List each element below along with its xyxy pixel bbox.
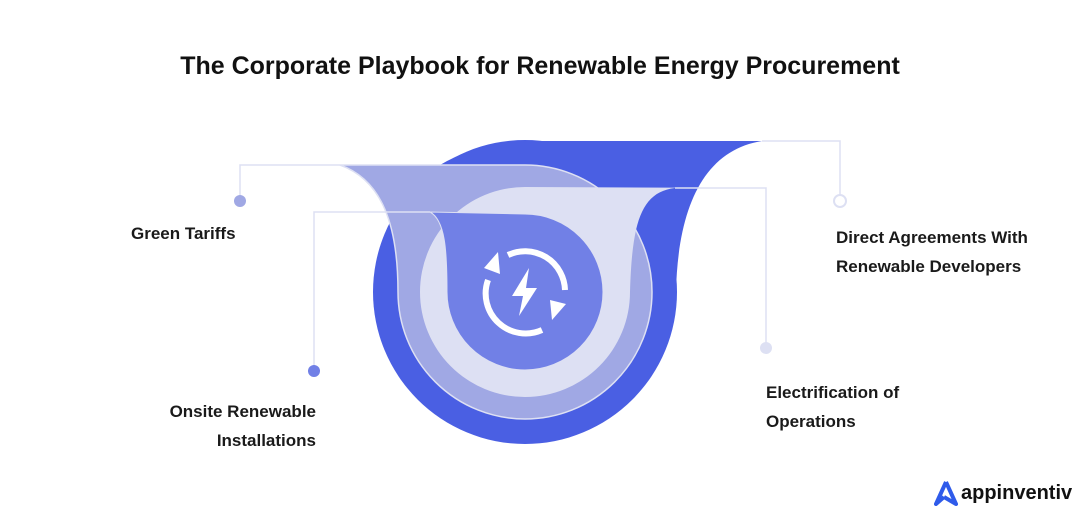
label-line: Electrification of xyxy=(766,383,900,402)
renewable-energy-cycle-icon xyxy=(482,248,568,337)
label-electrification: Electrification of Operations xyxy=(766,378,899,436)
label-green-tariffs: Green Tariffs xyxy=(131,224,236,243)
label-onsite-installations: Onsite Renewable Installations xyxy=(130,397,316,455)
page-title: The Corporate Playbook for Renewable Ene… xyxy=(180,52,900,80)
connector-green-tariffs xyxy=(239,164,340,201)
dot-onsite xyxy=(308,365,320,377)
label-direct-agreements: Direct Agreements With Renewable Develop… xyxy=(836,223,1028,281)
dot-direct xyxy=(833,194,847,208)
brand-name: appinventiv xyxy=(961,481,1073,504)
dot-green-tariffs xyxy=(234,195,246,207)
connector-electrification xyxy=(675,187,767,348)
connector-direct xyxy=(762,140,841,201)
appinventiv-logo-icon xyxy=(934,481,958,506)
connector-onsite xyxy=(313,211,430,371)
label-line: Onsite Renewable xyxy=(169,402,316,421)
label-line: Renewable Developers xyxy=(836,257,1022,276)
label-line: Installations xyxy=(216,431,316,450)
label-line: Operations xyxy=(766,412,856,431)
dot-electrification xyxy=(760,342,772,354)
label-line: Direct Agreements With xyxy=(836,228,1028,247)
brand-logo: appinventiv xyxy=(934,480,1072,506)
